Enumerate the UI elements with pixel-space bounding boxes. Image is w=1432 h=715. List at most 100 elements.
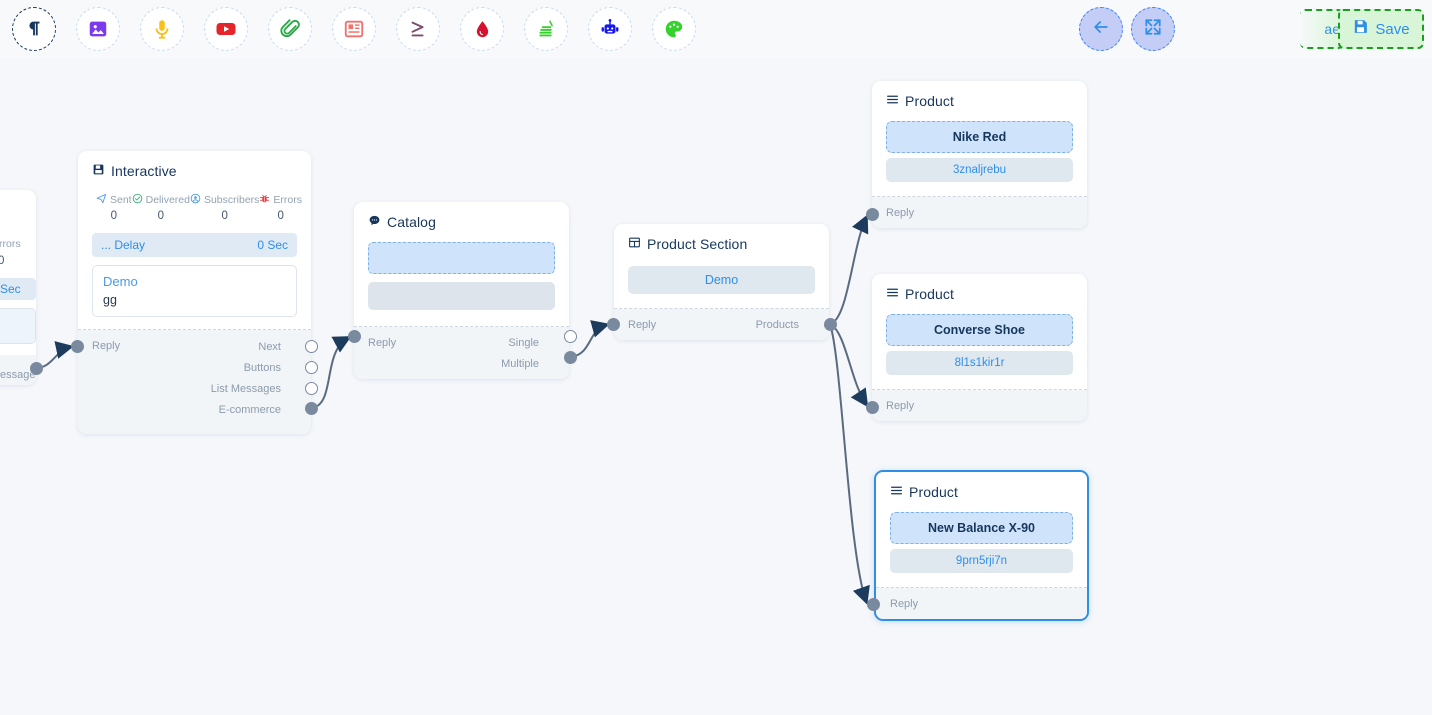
top-toolbar: ae Save bbox=[0, 0, 1432, 58]
clipped-delay-pill[interactable]: Sec bbox=[0, 278, 36, 300]
product-section-in-port-label: Reply bbox=[628, 319, 657, 331]
node-product-1[interactable]: Product Nike Red 3znaljrebu Reply bbox=[872, 81, 1087, 228]
toolbar-item-attachment[interactable] bbox=[268, 7, 312, 51]
bot-icon bbox=[599, 18, 621, 40]
product-3-sku[interactable]: 9prn5rji7n bbox=[890, 549, 1073, 573]
node-product-2-title: Product bbox=[905, 286, 954, 302]
product-2-in-port[interactable] bbox=[866, 401, 879, 414]
product-section-demo-button[interactable]: Demo bbox=[628, 266, 815, 294]
clipped-node-left[interactable]: Errors 0 Sec bbox=[0, 190, 36, 385]
product-3-in-port[interactable] bbox=[867, 598, 880, 611]
product-section-out-port-products[interactable] bbox=[824, 318, 837, 331]
node-product-section-body: Demo bbox=[614, 256, 829, 308]
node-product-1-header: Product bbox=[872, 81, 1087, 113]
node-product-3-header: Product bbox=[876, 472, 1087, 504]
node-catalog[interactable]: Catalog Reply Single Multiple bbox=[354, 202, 569, 379]
stat-delivered-value: 0 bbox=[157, 210, 164, 222]
save-label: Save bbox=[1375, 20, 1410, 38]
stat-subscribers: Subscribers 0 bbox=[190, 193, 259, 222]
bug-icon bbox=[259, 193, 270, 207]
interactive-out-port-list-messages[interactable] bbox=[305, 382, 318, 395]
toolbar-item-card[interactable] bbox=[332, 7, 376, 51]
interactive-in-port[interactable] bbox=[71, 340, 84, 353]
node-product-section-title: Product Section bbox=[647, 236, 748, 252]
product-1-sku[interactable]: 3znaljrebu bbox=[886, 158, 1073, 182]
menu-icon bbox=[886, 93, 899, 109]
message-card[interactable]: Demo gg bbox=[92, 265, 297, 317]
toolbar-item-bot[interactable] bbox=[588, 7, 632, 51]
node-product-2-divider bbox=[872, 389, 1087, 390]
product-2-sku[interactable]: 8l1s1kir1r bbox=[886, 351, 1073, 375]
catalog-placeholder-primary[interactable] bbox=[368, 242, 555, 274]
collapse-icon bbox=[1144, 18, 1162, 41]
save-button[interactable]: Save bbox=[1338, 9, 1424, 49]
product-1-name[interactable]: Nike Red bbox=[886, 121, 1073, 153]
menu-icon bbox=[890, 484, 903, 500]
product-3-name[interactable]: New Balance X-90 bbox=[890, 512, 1073, 544]
catalog-placeholder-secondary[interactable] bbox=[368, 282, 555, 310]
text-icon bbox=[23, 18, 45, 40]
interactive-out-port-ecommerce[interactable] bbox=[305, 402, 318, 415]
node-catalog-title: Catalog bbox=[387, 214, 436, 230]
catalog-out-port-single[interactable] bbox=[564, 330, 577, 343]
fit-view-button[interactable] bbox=[1131, 7, 1175, 51]
card-icon bbox=[343, 18, 365, 40]
toolbar-item-droplet[interactable] bbox=[460, 7, 504, 51]
node-product-section-header: Product Section bbox=[614, 224, 829, 256]
message-text: gg bbox=[103, 293, 117, 307]
subscriber-icon bbox=[190, 193, 201, 207]
node-product-1-footer: Reply bbox=[872, 197, 1087, 228]
toolbar-item-image[interactable] bbox=[76, 7, 120, 51]
node-product-3-title: Product bbox=[909, 484, 958, 500]
toolbar-item-text[interactable] bbox=[12, 7, 56, 51]
delay-row[interactable]: ... Delay 0 Sec bbox=[92, 233, 297, 257]
toolbar-item-condition[interactable] bbox=[396, 7, 440, 51]
node-product-2[interactable]: Product Converse Shoe 8l1s1kir1r Reply bbox=[872, 274, 1087, 421]
stat-sent-value: 0 bbox=[110, 210, 117, 222]
clipped-errors-label: Errors bbox=[0, 238, 21, 250]
clipped-out-port[interactable] bbox=[30, 362, 43, 375]
edge-section-to-product-1 bbox=[829, 214, 869, 325]
catalog-out-port-multiple[interactable] bbox=[564, 351, 577, 364]
toolbar-item-video[interactable] bbox=[204, 7, 248, 51]
toolbar-item-audio[interactable] bbox=[140, 7, 184, 51]
node-catalog-divider bbox=[354, 326, 569, 327]
node-product-3[interactable]: Product New Balance X-90 9prn5rji7n Repl… bbox=[874, 470, 1089, 621]
stat-errors-label: Errors bbox=[273, 194, 303, 206]
toolbar-item-list[interactable] bbox=[524, 7, 568, 51]
stat-sent: Sent 0 bbox=[96, 193, 132, 222]
interactive-out-label-next: Next bbox=[258, 341, 281, 353]
list-icon bbox=[535, 18, 557, 40]
catalog-in-port[interactable] bbox=[348, 330, 361, 343]
edge-section-to-product-3 bbox=[829, 323, 870, 605]
catalog-in-port-label: Reply bbox=[368, 337, 397, 349]
node-catalog-header: Catalog bbox=[354, 202, 569, 234]
back-button[interactable] bbox=[1079, 7, 1123, 51]
hidden-button[interactable]: ae bbox=[1300, 9, 1344, 49]
product-1-in-port[interactable] bbox=[866, 208, 879, 221]
node-product-section[interactable]: Product Section Demo Reply Products bbox=[614, 224, 829, 340]
interactive-out-port-next[interactable] bbox=[305, 340, 318, 353]
delay-value: 0 Sec bbox=[257, 238, 288, 252]
interactive-out-port-buttons[interactable] bbox=[305, 361, 318, 374]
product-section-out-label-products: Products bbox=[755, 319, 799, 331]
image-icon bbox=[87, 18, 109, 40]
product-2-name[interactable]: Converse Shoe bbox=[886, 314, 1073, 346]
product-section-in-port[interactable] bbox=[607, 318, 620, 331]
node-product-1-title: Product bbox=[905, 93, 954, 109]
node-interactive[interactable]: Interactive Sent 0 bbox=[78, 151, 311, 434]
stat-subscribers-label: Subscribers bbox=[203, 194, 260, 206]
node-product-1-divider bbox=[872, 196, 1087, 197]
node-product-3-divider bbox=[876, 587, 1087, 588]
clipped-message-card[interactable] bbox=[0, 308, 36, 344]
droplet-icon bbox=[472, 19, 493, 40]
node-interactive-header: Interactive bbox=[78, 151, 311, 183]
toolbar-item-palette[interactable] bbox=[652, 7, 696, 51]
product-2-in-port-label: Reply bbox=[886, 400, 915, 412]
stat-sent-label: Sent bbox=[110, 194, 132, 206]
node-product-3-footer: Reply bbox=[876, 588, 1087, 619]
node-interactive-footer: Reply Next Buttons List Messages E-comme… bbox=[78, 330, 311, 434]
stat-subscribers-value: 0 bbox=[221, 210, 228, 222]
palette-icon bbox=[663, 18, 685, 40]
